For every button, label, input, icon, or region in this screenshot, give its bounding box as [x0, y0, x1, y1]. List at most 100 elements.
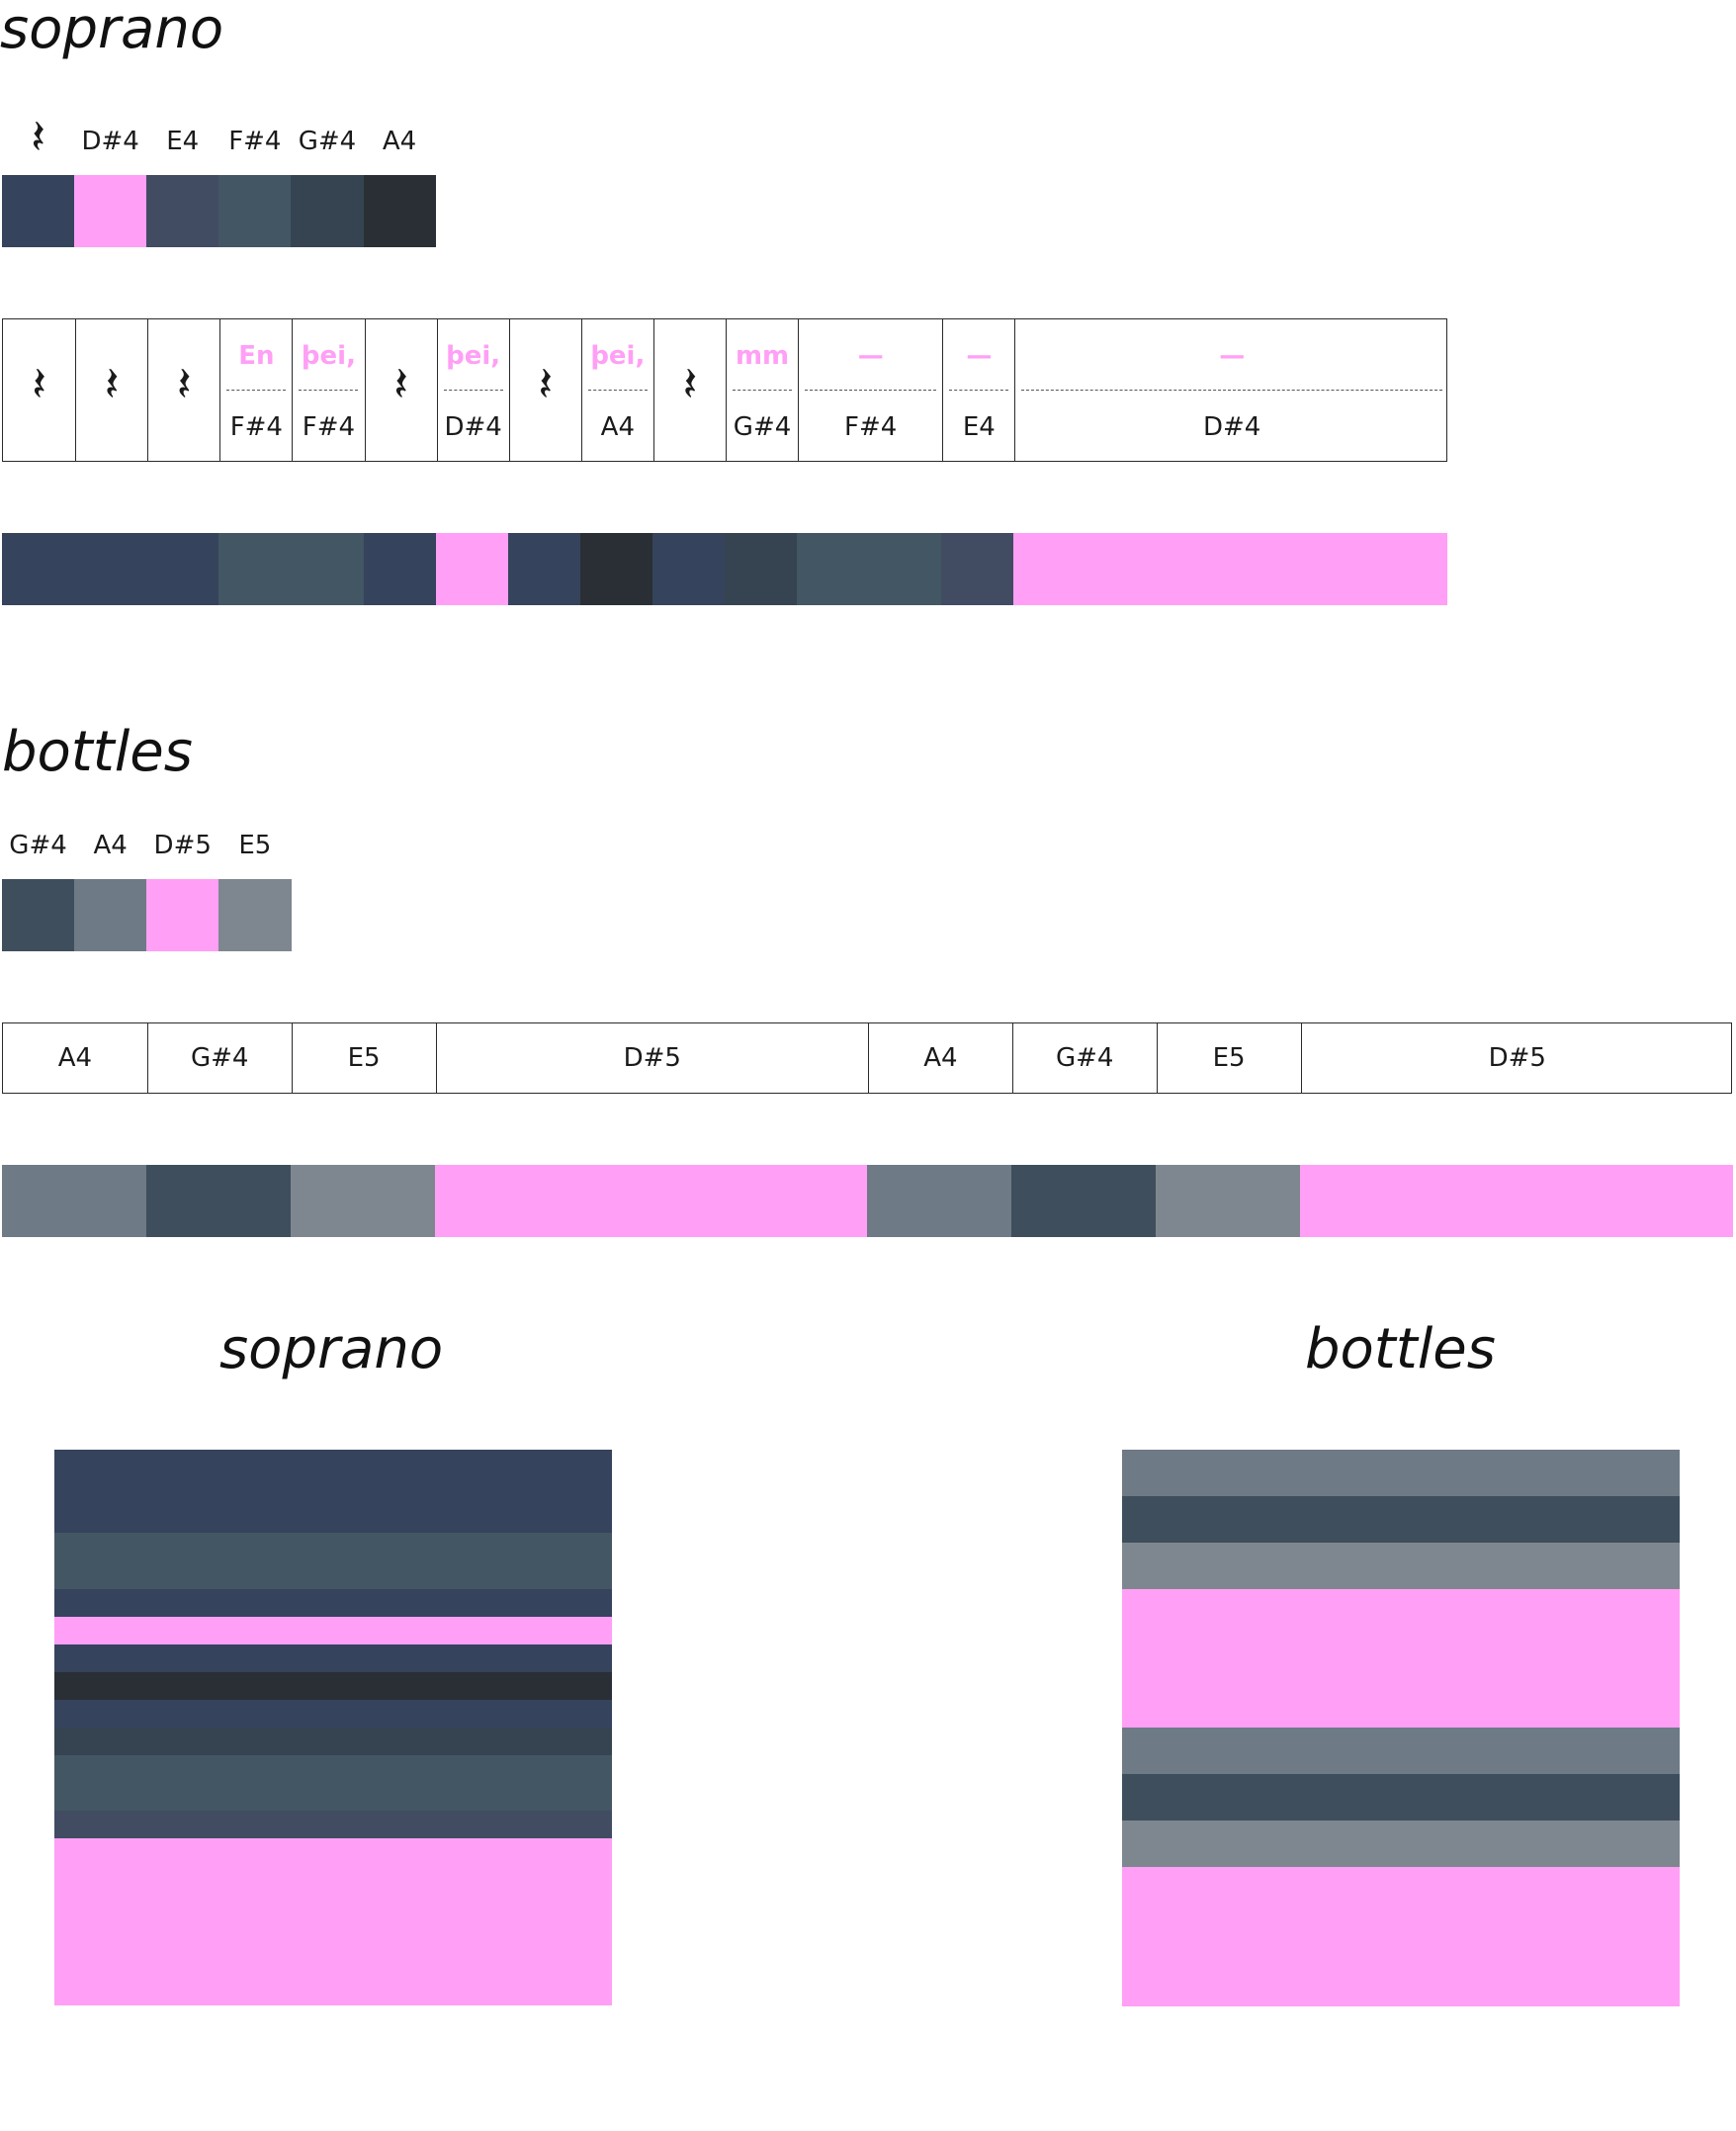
note-text: E4: [962, 412, 996, 442]
bar-segment: [2, 533, 75, 605]
timeline-cell: — F#4: [798, 319, 942, 461]
legend-label: A4: [93, 831, 128, 860]
timeline-cell: 𝄽: [147, 319, 219, 461]
lyric-divider: [733, 390, 793, 391]
stripe-band: [1122, 1542, 1680, 1589]
legend-swatch: [74, 879, 147, 951]
stripe-band: [54, 1728, 612, 1756]
note-text: A4: [923, 1043, 958, 1073]
timeline-cell: A4: [868, 1023, 1012, 1093]
quarter-rest-icon: 𝄽: [682, 357, 698, 412]
stripe-band: [1122, 1495, 1680, 1544]
quarter-rest-icon: 𝄽: [538, 357, 554, 412]
soprano-heading: soprano: [0, 0, 224, 61]
note-text: E5: [347, 1043, 381, 1073]
bar-segment: [291, 533, 364, 605]
bar-segment: [867, 1165, 1012, 1237]
note-text: A4: [57, 1043, 93, 1073]
bar-segment: [1013, 533, 1086, 605]
bar-segment: [507, 533, 581, 605]
lyric-divider: [226, 390, 287, 391]
legend-label: E4: [166, 127, 200, 156]
legend-swatch: [74, 175, 147, 247]
note-text: F#4: [229, 412, 283, 442]
timeline-cell: 𝄽: [364, 319, 437, 461]
bottles-stripe-block: [1122, 1450, 1680, 2006]
timeline-cell: G#4: [146, 1023, 292, 1093]
timeline-cell: 𝄽: [75, 319, 147, 461]
legend-swatch: [218, 879, 292, 951]
bar-segment: [725, 533, 798, 605]
legend-swatch: [2, 175, 75, 247]
soprano-stripe-block: [54, 1450, 612, 2006]
stripe-band: [1122, 1866, 1680, 2006]
bar-segment: [145, 1165, 292, 1237]
stripe-band: [54, 1755, 612, 1812]
stripe-band: [1122, 1588, 1680, 1729]
timeline-cell: — D#4: [1014, 319, 1448, 461]
legend-swatch: [291, 175, 364, 247]
bar-segment: [434, 1165, 868, 1237]
legend-label: D#4: [81, 127, 139, 156]
quarter-rest-icon: 𝄽: [176, 357, 192, 412]
stripe-band: [54, 1838, 612, 2006]
note-text: G#4: [191, 1043, 249, 1073]
lyric-text: —: [857, 341, 884, 371]
timeline-cell: —E4: [942, 319, 1014, 461]
legend-label: E5: [238, 831, 272, 860]
stripe-band: [54, 1450, 612, 1534]
bar-segment: [218, 533, 292, 605]
note-text: F#4: [844, 412, 898, 442]
legend-swatch: [146, 879, 219, 951]
stripe-band: [54, 1643, 612, 1673]
timeline-cell: A4: [3, 1023, 147, 1093]
lyric-text: mm: [735, 341, 790, 371]
bar-segment: [74, 533, 147, 605]
timeline-cell: þei,A4: [580, 319, 653, 461]
legend-swatch: [146, 175, 219, 247]
stripe-band: [54, 1671, 612, 1701]
note-text: A4: [600, 412, 635, 442]
timeline-cell: 𝄽: [652, 319, 726, 461]
bottles-heading: bottles: [2, 720, 193, 784]
quarter-rest-icon: 𝄽: [393, 357, 408, 412]
note-text: D#4: [1203, 412, 1261, 442]
stripe-band: [54, 1811, 612, 1839]
bar-segment: [1155, 1165, 1300, 1237]
timeline-cell: 𝄽: [508, 319, 581, 461]
bar-segment: [1299, 1165, 1733, 1237]
stripe-band: [54, 1699, 612, 1729]
lyric-text: —: [1219, 341, 1246, 371]
legend-label: A4: [382, 127, 417, 156]
timeline-cell: D#5: [1300, 1023, 1734, 1093]
timeline-cell: þei,D#4: [436, 319, 509, 461]
stripe-band: [1122, 1820, 1680, 1867]
bar-segment: [869, 533, 942, 605]
lyric-divider: [299, 390, 359, 391]
legend-swatch: [2, 879, 75, 951]
stripe-band: [1122, 1773, 1680, 1821]
stripe-band: [1122, 1728, 1680, 1775]
lyric-text: þei,: [301, 341, 356, 371]
timeline-cell: E5: [291, 1023, 436, 1093]
stripe-band: [54, 1588, 612, 1618]
legend-label: G#4: [9, 831, 67, 860]
lyric-divider: [587, 390, 648, 391]
summary-bottles-heading: bottles: [1305, 1317, 1496, 1381]
timeline-cell: G#4: [1011, 1023, 1157, 1093]
note-text: G#4: [733, 412, 792, 442]
quarter-rest-icon: 𝄽: [31, 110, 45, 165]
note-text: F#4: [302, 412, 356, 442]
bar-segment: [797, 533, 870, 605]
bar-segment: [1230, 533, 1304, 605]
timeline-cell: 𝄽: [3, 319, 75, 461]
bar-segment: [1158, 533, 1232, 605]
bar-segment: [363, 533, 437, 605]
note-text: D#4: [444, 412, 502, 442]
legend-label: F#4: [228, 127, 282, 156]
bar-segment: [290, 1165, 435, 1237]
note-text: E5: [1212, 1043, 1246, 1073]
lyric-divider: [443, 390, 503, 391]
